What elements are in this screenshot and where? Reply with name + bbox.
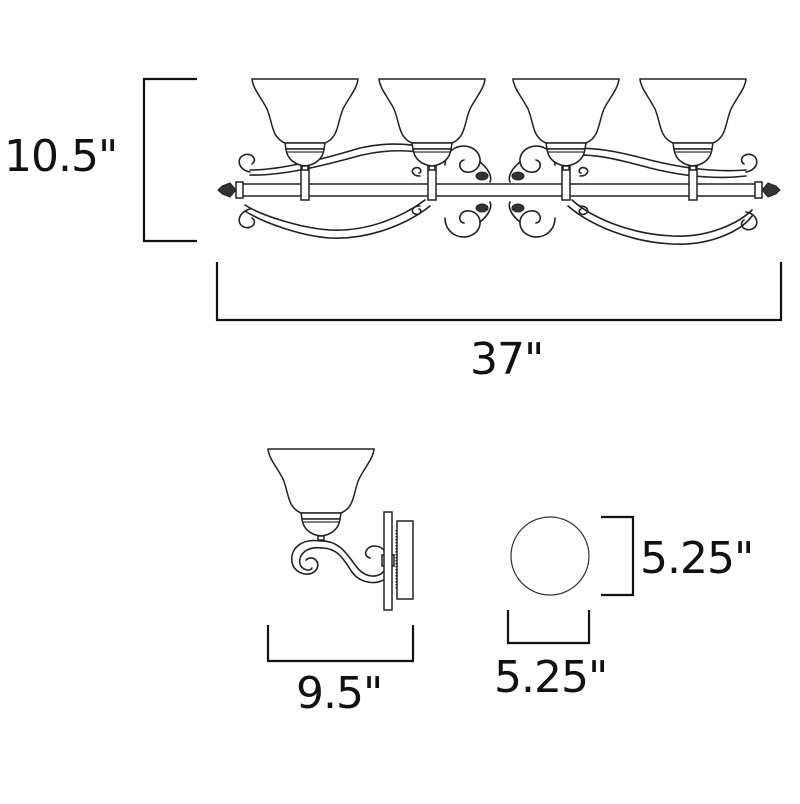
right-finial-icon [761,182,781,198]
shade-1 [251,78,359,171]
depth-label: 9.5" [296,668,383,719]
backplate-circle [510,516,590,596]
side-view [266,448,415,663]
backplate-view [506,515,635,645]
shade-2 [378,78,486,171]
backplate-height-bracket [601,515,635,597]
backplate-width-label: 5.25" [494,652,608,703]
height-dimension-bracket [142,77,197,243]
front-view [142,77,783,322]
depth-dimension-bracket [266,625,415,663]
width-dimension-bracket [215,262,783,322]
left-finial-icon [217,182,237,198]
shade-4 [639,78,747,171]
backplate-width-bracket [506,610,591,645]
width-label: 37" [470,334,544,385]
height-label: 10.5" [4,131,118,182]
backplate-height-label: 5.25" [640,533,754,584]
